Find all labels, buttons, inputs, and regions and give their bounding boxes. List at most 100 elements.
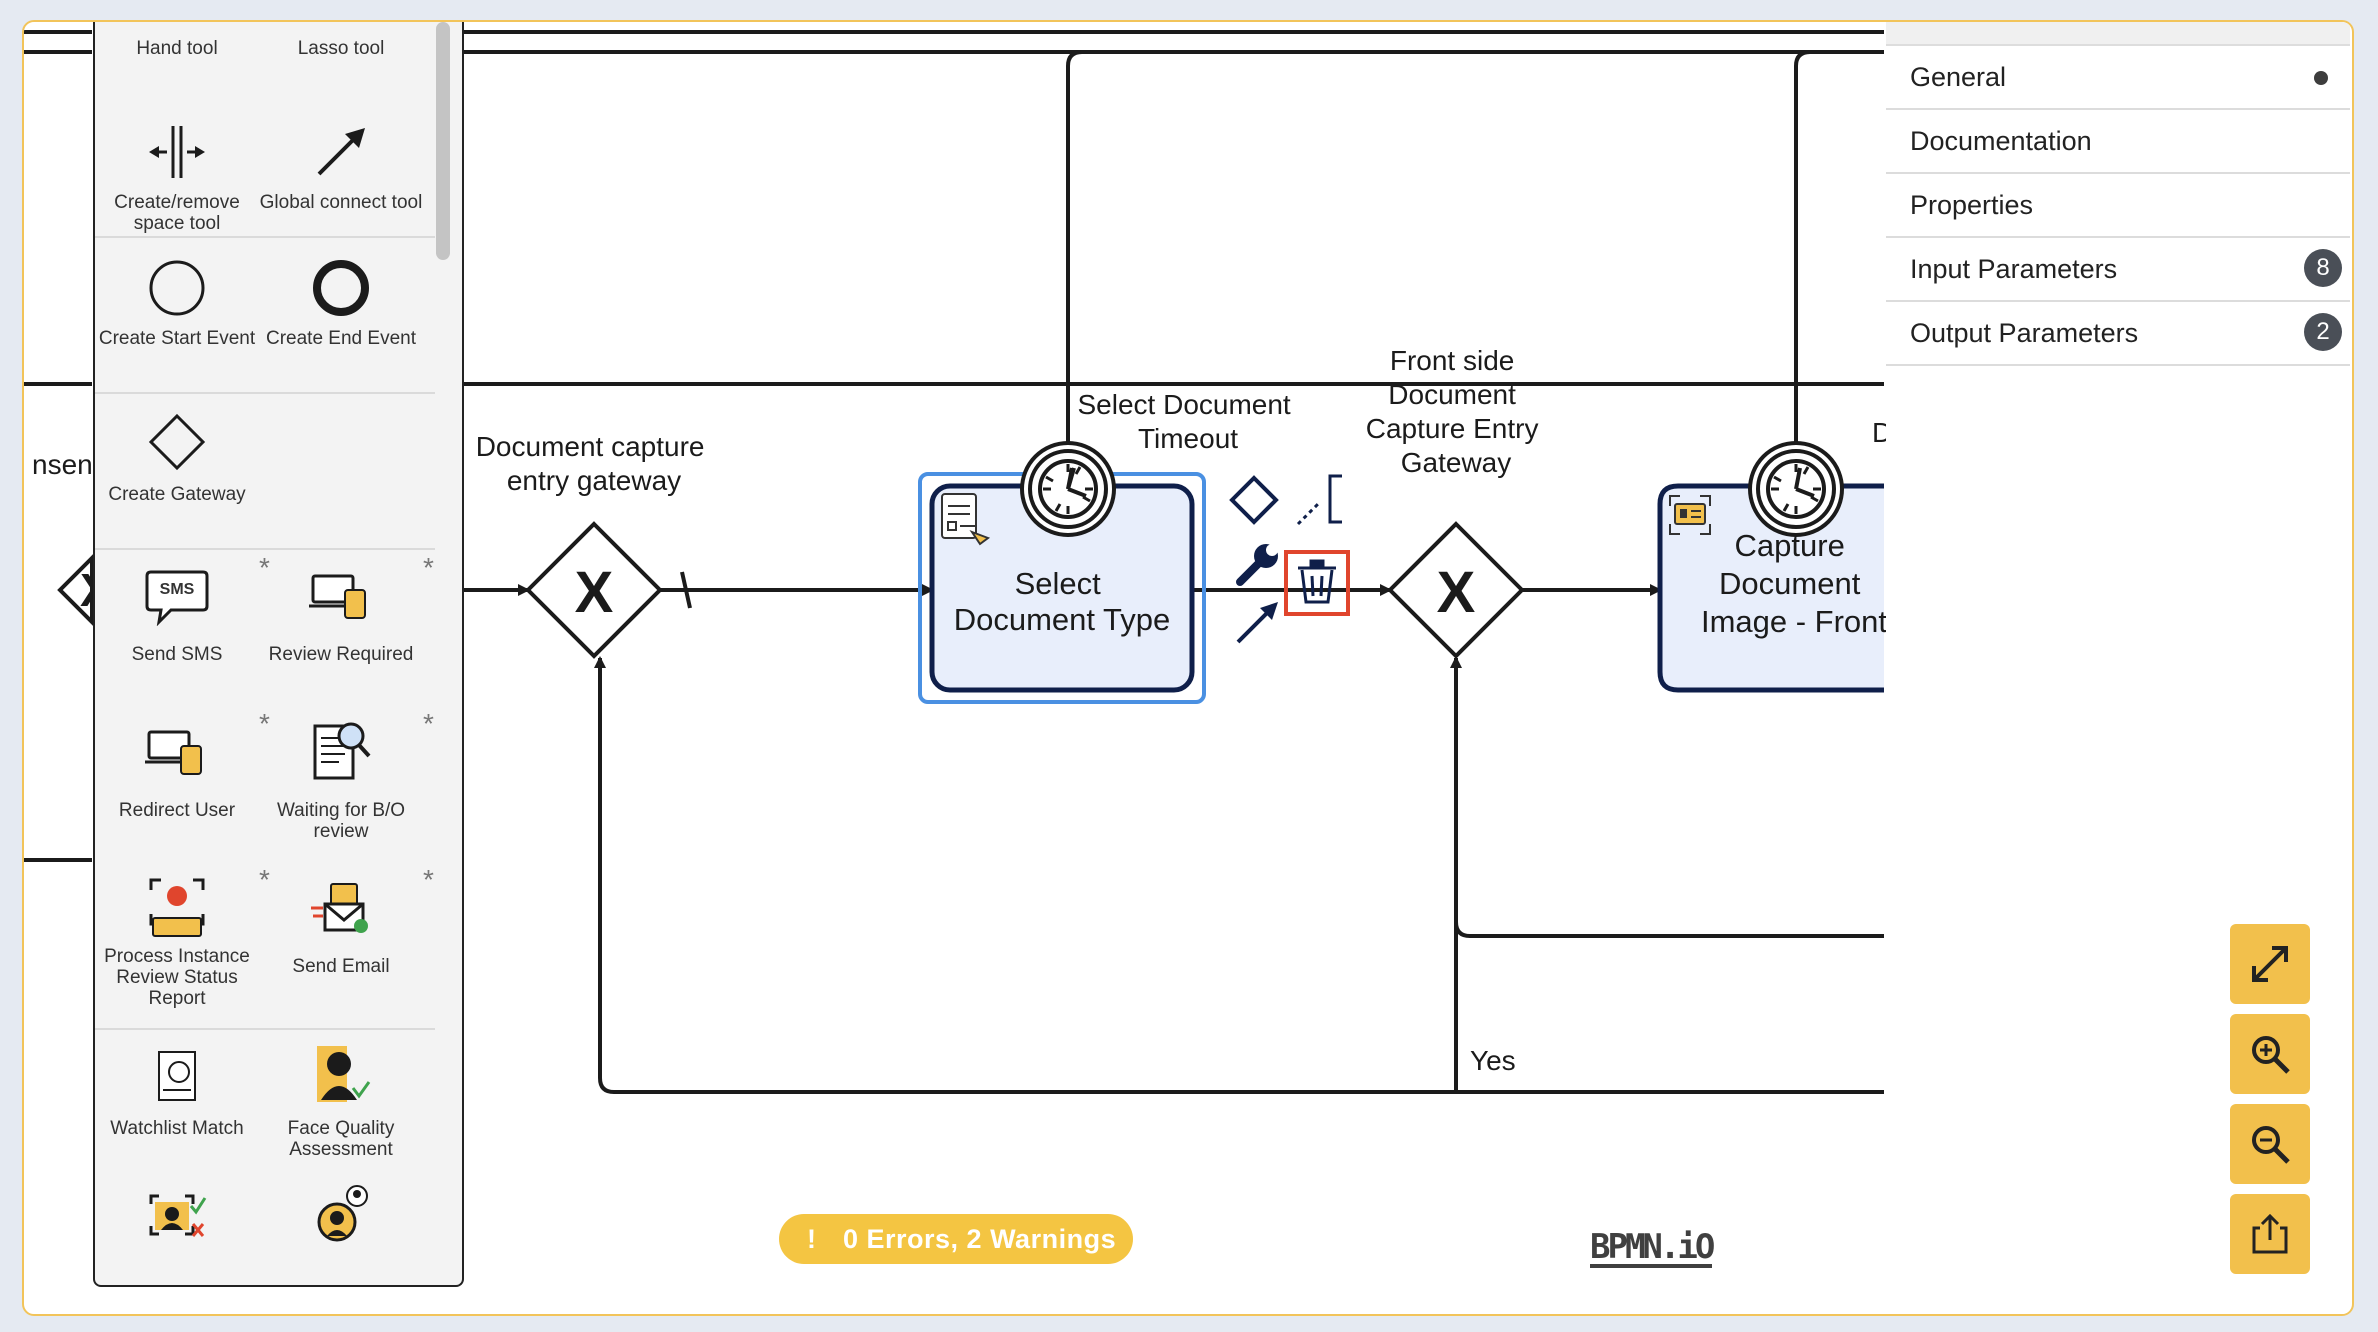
modeler-frame: X nsent X Document capture entry gateway [22,20,2354,1316]
palette-scrollbar[interactable] [436,22,450,260]
tool-palette: Hand tool Lasso tool [93,22,464,1287]
data-indicator-icon [2314,71,2328,85]
connect-arrow-icon[interactable] [1236,602,1278,644]
default-flow-mark [680,571,692,609]
face-match-tool[interactable] [95,1178,259,1278]
face-quality-icon [309,1042,373,1104]
prop-group-label: Input Parameters [1910,254,2118,284]
start-event-icon [147,258,207,318]
waiting-bo-review-label: Waiting for B/O review [276,800,406,842]
start-event-label: Create Start Event [98,328,256,349]
sms-icon: SMS [145,566,209,626]
svg-text:X: X [1437,560,1476,625]
zoom-out-button[interactable] [2230,1104,2310,1184]
watchlist-match-icon [145,1048,209,1104]
fit-viewport-button[interactable] [2230,924,2310,1004]
count-badge: 8 [2304,249,2342,287]
prop-group-output-parameters[interactable]: Output Parameters 2 [1886,302,2350,366]
create-gateway[interactable]: Create Gateway [95,392,259,542]
zoom-in-button[interactable] [2230,1014,2310,1094]
create-end-event[interactable]: Create End Event [259,236,423,386]
gateway-document-capture-entry[interactable]: X [525,521,663,659]
delete-highlight [1284,550,1350,616]
wrench-icon[interactable] [1236,544,1278,586]
send-email[interactable]: Send Email [259,860,423,1020]
context-pad [1229,474,1350,644]
hand-tool-label: Hand tool [136,38,218,59]
flow-timer-2-up [1794,50,1811,470]
svg-text:X: X [575,560,614,625]
pool-lines [24,30,1884,862]
custom-task-star-icon: * [423,708,434,739]
bpmn-canvas[interactable]: X nsent X Document capture entry gateway [24,22,2352,1314]
timer-boundary-event-1[interactable] [1020,441,1116,537]
end-event-icon [311,258,371,318]
append-text-annotation-icon[interactable] [1296,474,1342,526]
expand-icon [2252,946,2288,982]
palette-group-custom-tasks: SMS Send SMS * Review Required * [95,548,435,1030]
watchlist-match[interactable]: Watchlist Match [95,1028,259,1168]
timer-boundary-event-2[interactable] [1748,441,1844,537]
export-button[interactable] [2230,1194,2310,1274]
share-export-icon [2252,1213,2288,1254]
waiting-for-bo-review[interactable]: Waiting for B/O review [259,704,423,854]
hand-tool[interactable]: Hand tool [95,22,259,82]
task-select-document-type[interactable]: Select Document Type [929,483,1195,693]
svg-text:Select Document Type: Select Document Type [954,566,1171,637]
redirect-user[interactable]: Redirect User [95,704,259,854]
global-connect-label: Global connect tool [259,192,423,213]
global-connect-tool[interactable]: Global connect tool [259,102,423,232]
email-icon [309,878,373,938]
space-tool-icon [147,122,207,182]
document-search-icon [309,718,373,784]
face-quality-assessment[interactable]: Face Quality Assessment [259,1028,423,1168]
custom-task-star-icon: * [423,864,434,895]
face-scan-report-icon [145,874,209,940]
gateway-front-side-capture-entry[interactable]: X [1387,521,1525,659]
liveness-check-icon [309,1184,373,1244]
bpmn-io-logo[interactable]: BPMN.iO [1590,1227,1715,1268]
prop-group-label: Documentation [1910,126,2092,156]
warning-icon: ! [807,1224,816,1254]
flow-loop-back-yes [594,656,1884,1094]
custom-task-star-icon: * [259,708,270,739]
send-sms[interactable]: SMS Send SMS [95,548,259,698]
svg-text:Capture Document: Capture Document Image - Front [1701,528,1887,639]
properties-panel: General Documentation Properties Input P… [1886,22,2350,1314]
review-required[interactable]: Review Required [259,548,423,698]
create-start-event[interactable]: Create Start Event [95,236,259,386]
partial-left-label: nsent [32,449,101,480]
lint-status-button[interactable]: ! 0 Errors, 2 Warnings [779,1214,1133,1264]
timer-1-label: Select Document Timeout [1078,389,1299,454]
review-required-icon [309,572,373,622]
lint-status-text: 0 Errors, 2 Warnings [843,1224,1117,1254]
task-capture-document-image-front[interactable]: Capture Document Image - Front [1657,483,1887,693]
prop-group-properties[interactable]: Properties [1886,174,2350,238]
liveness-check-tool[interactable] [259,1178,423,1278]
sequence-flows[interactable] [460,50,1884,1094]
palette-group-verification: Watchlist Match Face Quality Assessment [95,1028,435,1285]
zoom-in-icon [2252,1036,2290,1074]
prop-group-label: General [1910,62,2007,92]
prop-group-input-parameters[interactable]: Input Parameters 8 [1886,238,2350,302]
lasso-tool[interactable]: Lasso tool [259,22,423,82]
prop-group-general[interactable]: General [1886,46,2350,110]
prop-group-label: Properties [1910,190,2034,220]
palette-group-tools: Hand tool Lasso tool [95,22,435,238]
face-match-icon [145,1192,209,1242]
append-gateway-icon[interactable] [1229,475,1279,525]
count-badge: 2 [2304,313,2342,351]
lasso-tool-label: Lasso tool [297,38,385,59]
gateway-1-label: Document capture entry gateway [476,431,713,496]
palette-group-gateway: Create Gateway [95,392,435,550]
sms-icon-text: SMS [159,581,195,598]
send-email-label: Send Email [292,956,390,977]
space-tool[interactable]: Create/remove space tool [95,102,259,234]
gateway-label: Create Gateway [108,484,246,505]
process-instance-review-status-report[interactable]: Process Instance Review Status Report [95,860,259,1020]
watchlist-match-label: Watchlist Match [110,1118,244,1139]
trash-icon[interactable] [1298,559,1336,604]
palette-group-events: Create Start Event Create End Event [95,236,435,394]
prop-group-documentation[interactable]: Documentation [1886,110,2350,174]
id-card-icon [1669,495,1711,535]
